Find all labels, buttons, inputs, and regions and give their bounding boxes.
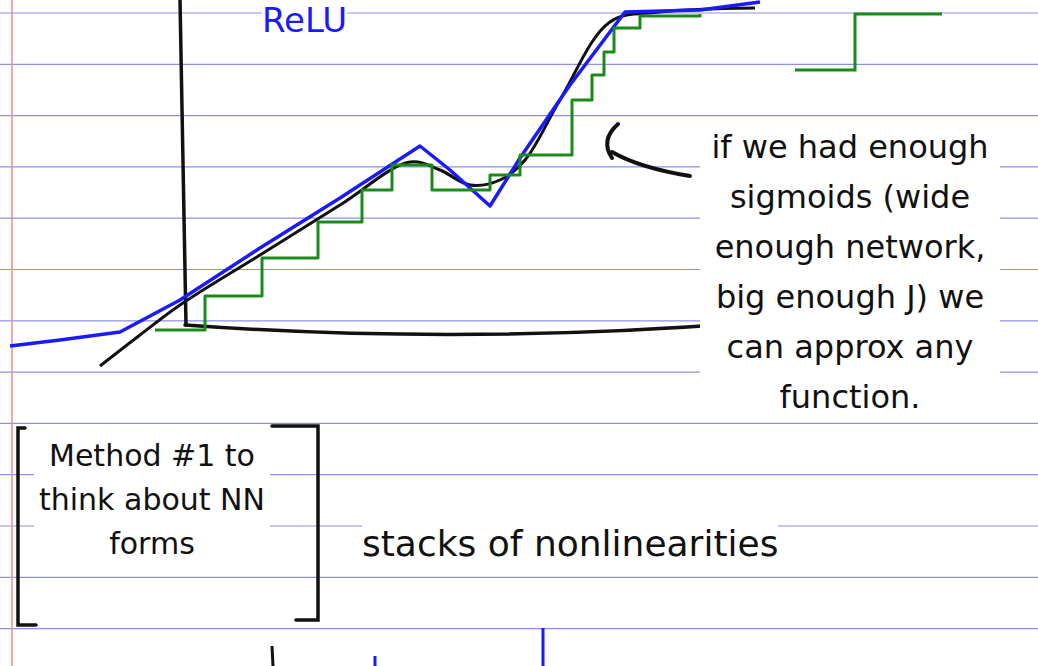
ruled-lines (0, 13, 1038, 629)
note-text: if we had enough sigmoids (wide enough n… (700, 122, 1000, 422)
margin-line (11, 0, 13, 666)
ruled-line (0, 577, 1038, 578)
target-function (100, 8, 755, 366)
ink-fragment (374, 656, 377, 666)
x-axis (185, 323, 745, 335)
pointer-arrowhead (607, 124, 618, 158)
sigmoid-staircase (155, 14, 700, 330)
note-text: stacks of nonlinearities (362, 522, 778, 566)
ruled-line (0, 628, 1038, 629)
step-sigmoid (795, 14, 942, 70)
y-axis (180, 0, 186, 325)
ruled-line (0, 64, 1038, 65)
ruled-line (0, 423, 1038, 424)
method-heading: Method #1 to think about NN forms (34, 434, 270, 566)
pointer-arrow (612, 152, 690, 176)
ink-fragment (272, 646, 273, 666)
ink-fragment (542, 628, 545, 666)
relu-approximation (10, 2, 760, 346)
right-bracket (272, 426, 318, 620)
curve-label: ReLU (262, 0, 347, 40)
ruled-line (0, 115, 1038, 116)
